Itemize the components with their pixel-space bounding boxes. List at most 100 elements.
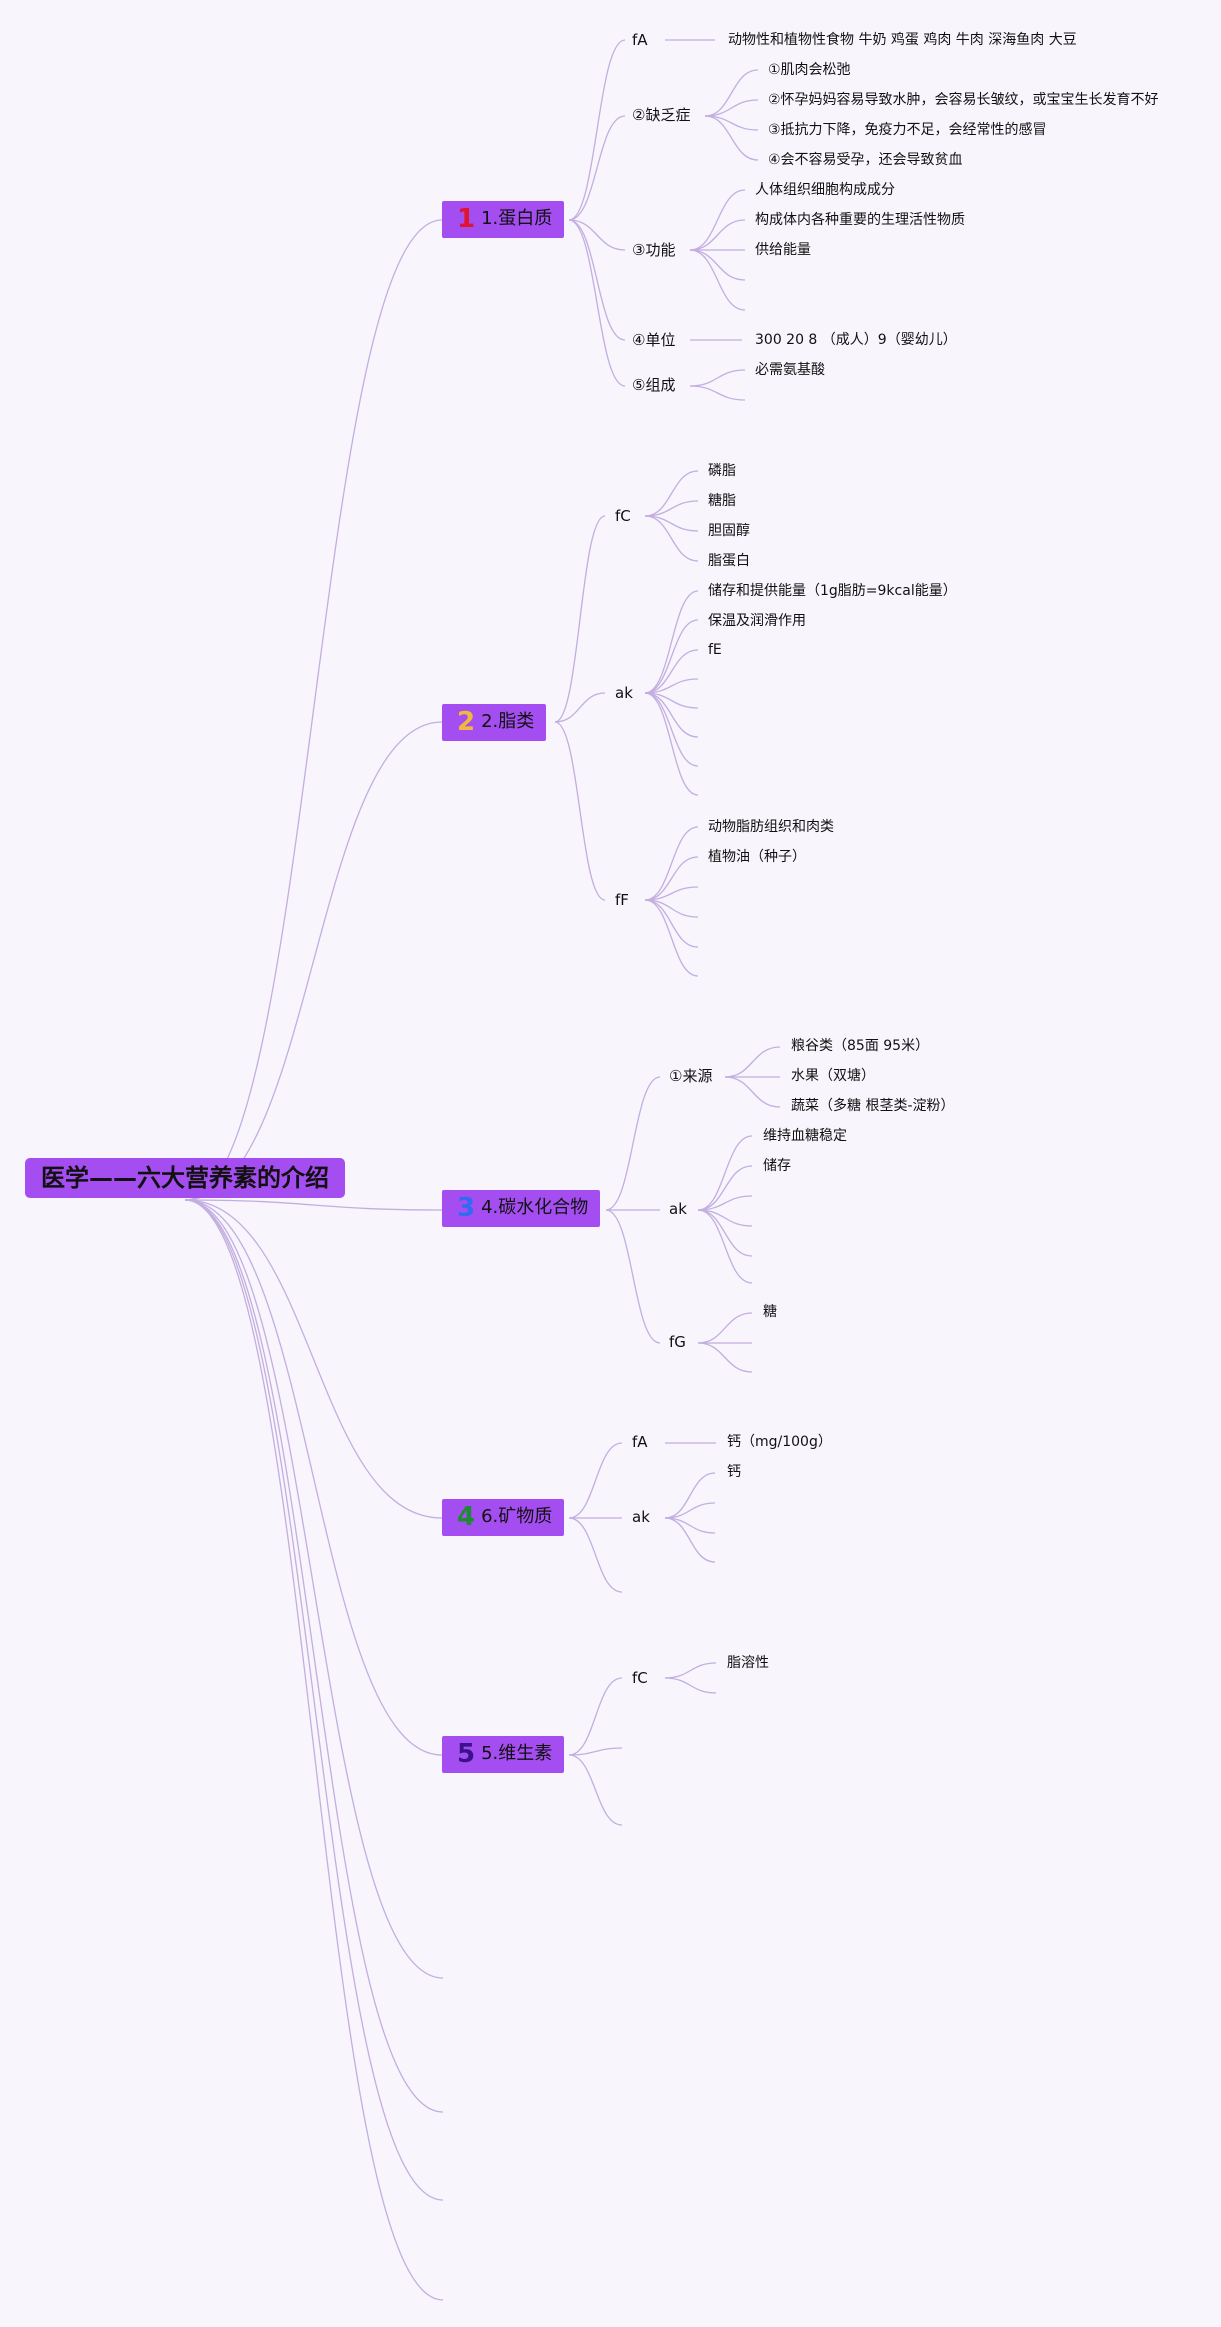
connector-line (689, 219, 746, 251)
leaf-node[interactable]: 储存 (763, 1158, 791, 1174)
connector-line (568, 219, 626, 341)
connector-line (568, 219, 626, 251)
connector-line (697, 1312, 753, 1344)
leaf-node[interactable]: 水果（双塘） (791, 1068, 875, 1084)
leaf-node[interactable]: 植物油（种子） (708, 849, 806, 865)
leaf-node[interactable]: 脂溶性 (727, 1655, 769, 1671)
connector-line (184, 1199, 444, 2201)
leaf-node[interactable]: 钙（mg/100g） (727, 1434, 832, 1450)
connector-line (184, 1199, 444, 1979)
sub-node[interactable]: fF (615, 891, 629, 909)
leaf-node[interactable]: 糖 (763, 1304, 777, 1320)
branch-label: 2.脂类 (481, 711, 535, 732)
sub-node[interactable]: fA (632, 1433, 648, 1451)
leaf-node[interactable]: 供给能量 (755, 242, 811, 258)
sub-node[interactable]: ②缺乏症 (632, 106, 691, 124)
connector-line (568, 1754, 623, 1826)
leaf-node[interactable]: ④会不容易受孕，还会导致贫血 (768, 152, 963, 168)
branch-number-5: 5 (457, 1739, 476, 1769)
connector-line (568, 1677, 623, 1756)
connector-line (704, 99, 759, 117)
connector-line (644, 856, 699, 901)
connector-line (664, 1662, 717, 1679)
connector-line (644, 692, 699, 796)
connector-line (568, 219, 626, 387)
connector-line (605, 1209, 661, 1344)
leaf-node[interactable]: 人体组织细胞构成成分 (755, 182, 895, 198)
connector-line (644, 500, 699, 517)
leaf-node[interactable]: 必需氨基酸 (755, 362, 825, 378)
leaf-node[interactable]: ①肌肉会松弛 (768, 62, 851, 78)
branch-number-1: 1 (457, 204, 476, 234)
connector-line (724, 1076, 781, 1108)
sub-node[interactable]: ③功能 (632, 241, 676, 259)
connector-line (568, 1517, 623, 1593)
sub-node[interactable]: ①来源 (669, 1067, 713, 1085)
connector-line (644, 899, 699, 977)
sub-node[interactable]: ak (615, 684, 633, 702)
connector-line (689, 249, 746, 311)
sub-node[interactable]: fC (632, 1669, 648, 1687)
leaf-node[interactable]: 粮谷类（85面 95米） (791, 1038, 930, 1054)
leaf-node[interactable]: 糖脂 (708, 493, 736, 509)
connector-line (644, 590, 699, 694)
connector-line (644, 619, 699, 694)
connector-line (644, 692, 699, 767)
sub-node[interactable]: fA (632, 31, 648, 49)
connector-line (644, 515, 699, 562)
connector-line (644, 678, 699, 694)
sub-node[interactable]: ④单位 (632, 331, 676, 349)
connector-line (644, 692, 699, 738)
leaf-node[interactable]: 动物脂肪组织和肉类 (708, 819, 834, 835)
connector-line (605, 1076, 661, 1211)
leaf-node[interactable]: 动物性和植物性食物 牛奶 鸡蛋 鸡肉 牛肉 深海鱼肉 大豆 (728, 32, 1077, 48)
connector-line (184, 1199, 444, 2113)
connector-line (689, 189, 746, 251)
connector-line (697, 1342, 753, 1373)
branch-label: 5.维生素 (481, 1743, 553, 1764)
root-node[interactable]: 医学——六大营养素的介绍 (25, 1158, 345, 1198)
connector-line (184, 1199, 444, 2301)
leaf-node[interactable]: 300 20 8 （成人）9（婴幼儿） (755, 332, 957, 348)
connector-line (697, 1209, 753, 1284)
connector-line (568, 1747, 623, 1756)
sub-node[interactable]: fG (669, 1333, 686, 1351)
connector-line (644, 470, 699, 517)
sub-node[interactable]: ak (669, 1200, 687, 1218)
sub-node[interactable]: ak (632, 1508, 650, 1526)
leaf-node[interactable]: 钙 (727, 1464, 741, 1480)
leaf-node[interactable]: 保温及润滑作用 (708, 613, 806, 629)
leaf-node[interactable]: ③抵抗力下降，免疫力不足，会经常性的感冒 (768, 122, 1047, 138)
branch-number-2: 2 (457, 707, 476, 737)
leaf-node[interactable]: 构成体内各种重要的生理活性物质 (755, 212, 965, 228)
connector-line (184, 721, 443, 1201)
leaf-node[interactable]: fE (708, 642, 722, 658)
connector-line (689, 249, 746, 281)
connector-line (644, 826, 699, 901)
connector-line (554, 515, 606, 723)
connector-line (697, 1135, 753, 1211)
connector-line (689, 385, 746, 401)
connector-line (704, 115, 759, 161)
sub-node[interactable]: ⑤组成 (632, 376, 676, 394)
leaf-node[interactable]: 磷脂 (708, 463, 736, 479)
leaf-node[interactable]: 胆固醇 (708, 523, 750, 539)
leaf-node[interactable]: 脂蛋白 (708, 553, 750, 569)
leaf-node[interactable]: 维持血糖稳定 (763, 1128, 847, 1144)
sub-node[interactable]: fC (615, 507, 631, 525)
connector-line (554, 692, 606, 723)
connector-line (664, 1472, 716, 1519)
connector-line (568, 115, 626, 221)
leaf-node[interactable]: 蔬菜（多糖 根茎类-淀粉） (791, 1098, 955, 1114)
connector-line (689, 369, 746, 387)
leaf-node[interactable]: ②怀孕妈妈容易导致水肿，会容易长皱纹，或宝宝生长发育不好 (768, 92, 1159, 108)
leaf-node[interactable]: 储存和提供能量（1g脂肪=9kcal能量） (708, 583, 957, 599)
connector-line (184, 1199, 443, 1519)
